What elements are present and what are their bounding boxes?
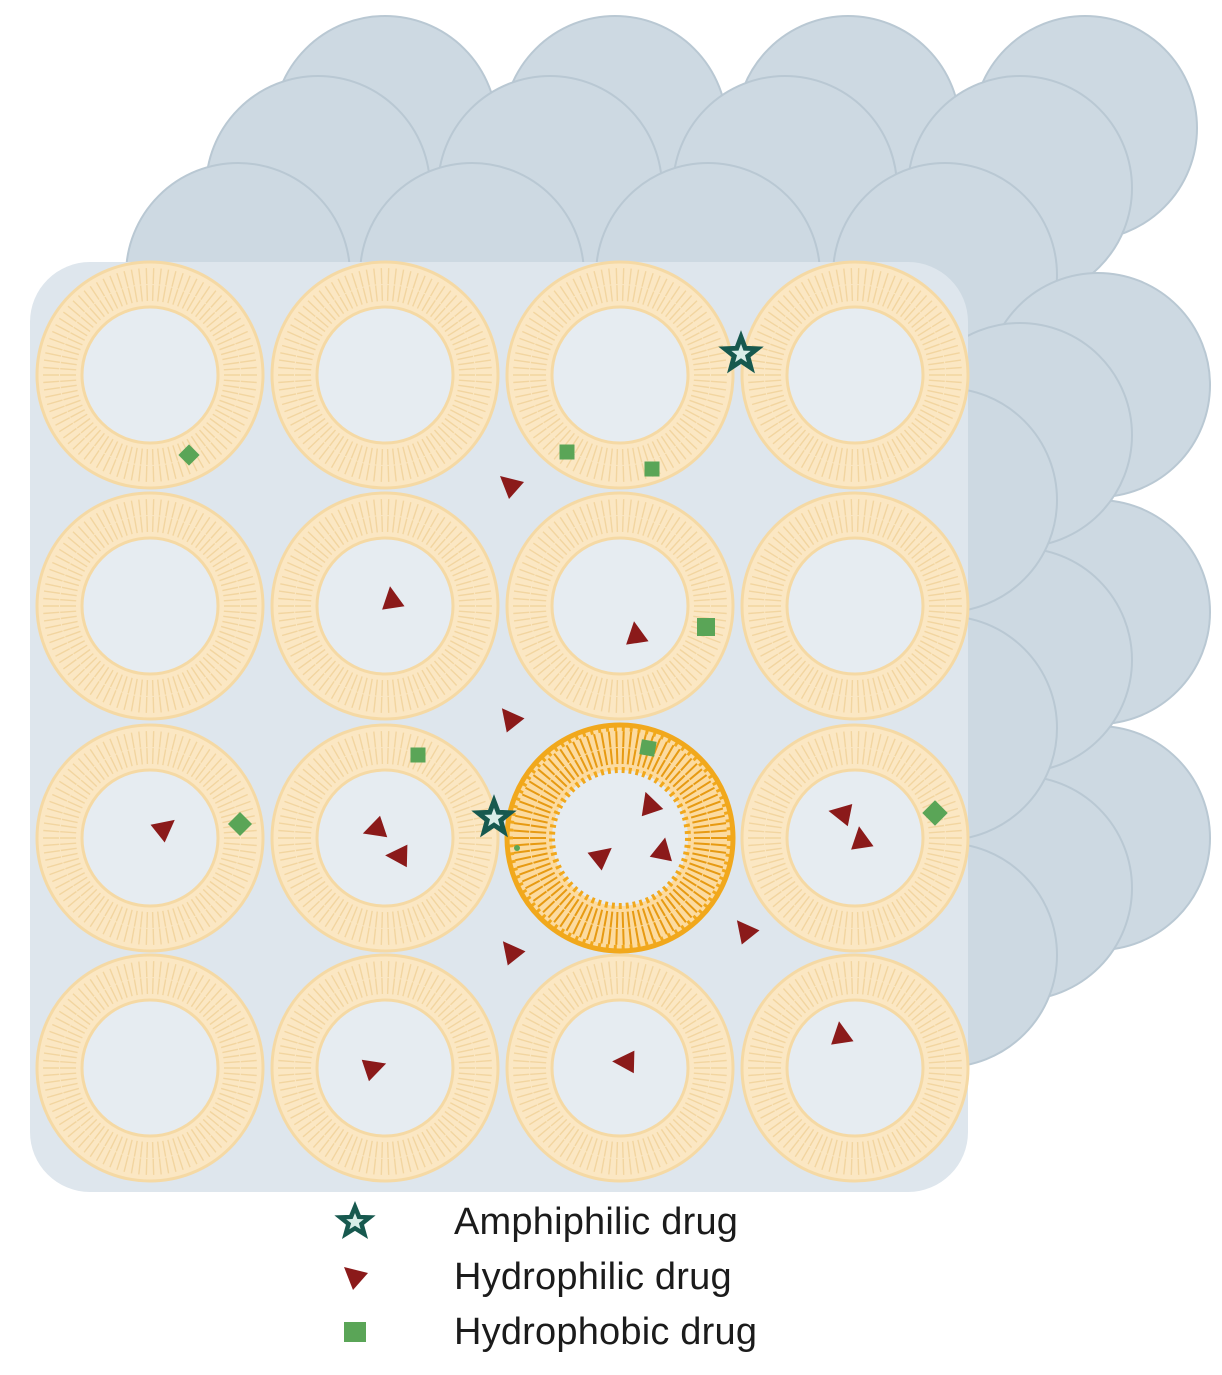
hydrophobic-drug-square <box>697 618 715 636</box>
drug-markers <box>150 330 948 1082</box>
hydrophilic-drug-triangle <box>502 941 526 966</box>
lipid-tails <box>748 268 962 482</box>
aqueous-core <box>785 305 925 445</box>
lipid-tails <box>278 731 492 945</box>
legend-label-amphiphilic: Amphiphilic drug <box>454 1200 739 1243</box>
aqueous-core <box>785 768 925 908</box>
liposome-grid <box>35 260 970 1183</box>
aqueous-core <box>315 768 455 908</box>
liposome <box>35 723 265 953</box>
lipid-tails <box>43 731 257 945</box>
lipid-tails <box>748 499 962 713</box>
hydrophobic-drug-square <box>922 800 948 826</box>
lipid-tails <box>513 268 727 482</box>
outer-headgroups <box>507 725 733 951</box>
aqueous-core <box>80 305 220 445</box>
liposome <box>740 953 970 1183</box>
aqueous-core <box>315 998 455 1138</box>
aqueous-core <box>785 536 925 676</box>
hydrophilic-drug-triangle <box>382 586 405 610</box>
lipid-tails <box>748 961 962 1175</box>
lipid-tails <box>278 268 492 482</box>
aqueous-core <box>80 768 220 908</box>
lipid-tails <box>278 961 492 1175</box>
hydrophilic-drug-triangle <box>828 804 853 827</box>
hydrophobic-drug-square <box>644 461 660 477</box>
hydrophobic-drug-dot <box>514 845 520 851</box>
legend-row-hydrophobic: Hydrophobic drug <box>330 1310 757 1354</box>
amphiphilic-drug-star <box>718 330 764 374</box>
lipid-tails <box>748 731 962 945</box>
legend-row-amphiphilic: Amphiphilic drug <box>330 1200 738 1244</box>
lipid-tails <box>43 961 257 1175</box>
hydrophilic-drug-triangle <box>385 844 408 868</box>
liposome <box>740 260 970 490</box>
hydrophilic-drug-triangle <box>361 1059 387 1082</box>
hydrophilic-drug-triangle <box>626 621 649 645</box>
hydrophilic-drug-triangle <box>500 476 524 499</box>
liposome <box>270 260 500 490</box>
hydrogel-matrix <box>30 262 968 1192</box>
square-icon <box>330 1310 380 1354</box>
hydrophilic-drug-triangle <box>851 826 874 850</box>
lipid-tails <box>43 499 257 713</box>
aqueous-core <box>315 305 455 445</box>
liposome <box>505 953 735 1183</box>
aqueous-core <box>550 998 690 1138</box>
liposome <box>505 260 735 490</box>
legend-label-hydrophilic: Hydrophilic drug <box>454 1255 732 1298</box>
aqueous-core <box>550 536 690 676</box>
liposome <box>505 491 735 721</box>
liposome <box>35 953 265 1183</box>
liposome <box>35 491 265 721</box>
aqueous-core <box>80 998 220 1138</box>
liposome <box>740 491 970 721</box>
background-vesicle-layers <box>30 15 1211 1192</box>
legend-star-inner <box>346 1213 364 1230</box>
hydrophobic-drug-square <box>410 747 426 763</box>
amphiphilic-drug-star <box>471 794 517 838</box>
hydrophilic-drug-triangle <box>736 920 760 945</box>
highlighted-liposome <box>504 722 736 954</box>
hydrophilic-drug-triangle <box>641 791 664 817</box>
liposome <box>35 260 265 490</box>
liposome <box>740 723 970 953</box>
lipid-tails <box>278 499 492 713</box>
hydrophilic-drug-triangle <box>362 815 388 838</box>
hydrophilic-drug-triangle <box>587 847 612 871</box>
legend-square-shape <box>344 1322 366 1342</box>
lipid-tails <box>513 961 727 1175</box>
hydrophilic-drug-triangle <box>150 819 175 843</box>
hydrophilic-drug-triangle <box>649 837 672 862</box>
hydrophilic-drug-triangle <box>501 708 525 733</box>
legend-triangle-shape <box>344 1267 368 1290</box>
triangle-icon <box>330 1255 380 1299</box>
legend-label-hydrophobic: Hydrophobic drug <box>454 1310 758 1353</box>
aqueous-core <box>550 305 690 445</box>
lipid-tails <box>43 268 257 482</box>
liposome <box>270 953 500 1183</box>
hydrophobic-drug-square <box>639 739 657 757</box>
legend-row-hydrophilic: Hydrophilic drug <box>330 1255 732 1299</box>
hydrophilic-drug-triangle <box>612 1050 635 1074</box>
liposome <box>270 723 500 953</box>
aqueous-core <box>80 536 220 676</box>
aqueous-core <box>549 767 691 909</box>
hydrophobic-drug-square <box>559 444 575 460</box>
star-icon <box>330 1200 380 1244</box>
lipid-tails <box>513 499 727 713</box>
lipid-tails <box>513 731 727 945</box>
hydrophilic-drug-triangle <box>831 1021 854 1045</box>
aqueous-core <box>785 998 925 1138</box>
